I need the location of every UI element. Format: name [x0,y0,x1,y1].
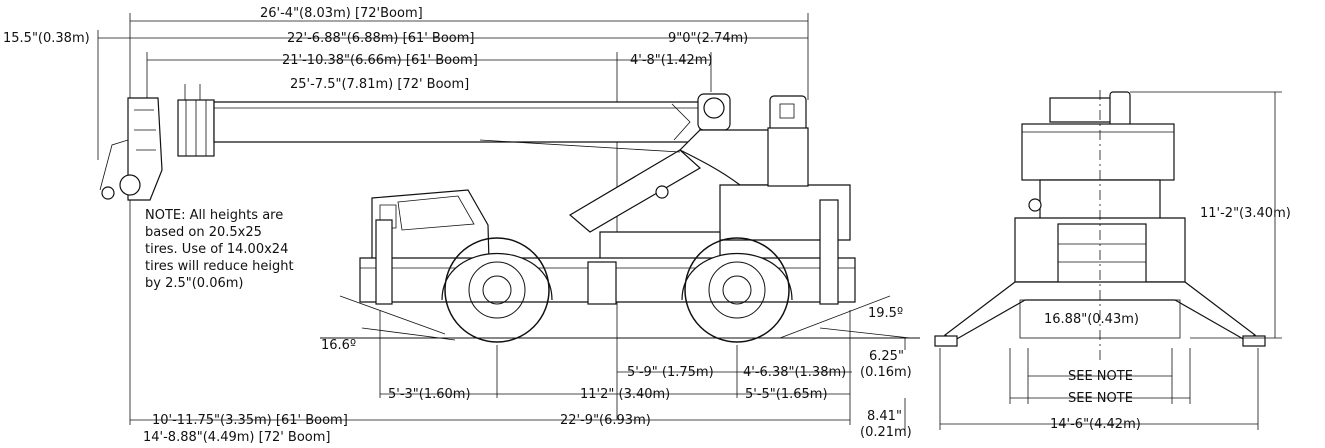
dim-approach-angle: 16.6º [321,338,356,353]
dim-front-overhang: 5'-3"(1.60m) [388,387,471,402]
dim-overall-width: 14'-6"(4.42m) [1050,417,1141,432]
dim-boom61-retracted: 21'-10.38"(6.66m) [61' Boom] [282,53,478,68]
dim-boom72-retracted: 25'-7.5"(7.81m) [72' Boom] [290,77,469,92]
note-line-5: by 2.5"(0.06m) [145,276,243,291]
dim-wheelbase: 11'2" (3.40m) [580,387,670,402]
dim-overall-72: 14'-8.88"(4.49m) [72' Boom] [143,430,331,445]
dim-see-note-2: SEE NOTE [1068,391,1133,406]
dim-boom72-total: 26'-4"(8.03m) [72'Boom] [260,6,423,21]
dim-outrigger-pad: 16.88"(0.43m) [1044,312,1139,327]
dim-rear-4ft8: 4'-8"(1.42m) [630,53,713,68]
note-line-1: NOTE: All heights are [145,208,283,223]
top-dimension-lines [97,13,809,420]
dim-rear-overhang: 5'-5"(1.65m) [745,387,828,402]
dim-ground-clear-b-m: (0.21m) [860,425,912,440]
dim-boom61-total: 22'-6.88"(6.88m) [61' Boom] [287,31,475,46]
dim-ground-clear-a: 6.25" [869,349,904,364]
bottom-dimension-lines [130,310,852,425]
dim-ground-clear-b: 8.41" [867,409,902,424]
dim-rear-9ft: 9"0"(2.74m) [668,31,748,46]
dim-overall-length: 22'-9"(6.93m) [560,413,651,428]
dim-height: 11'-2"(3.40m) [1200,206,1291,221]
dim-ground-clear-a-m: (0.16m) [860,365,912,380]
dim-overall-61: 10'-11.75"(3.35m) [61' Boom] [152,413,348,428]
note-line-2: based on 20.5x25 [145,225,262,240]
dim-departure-angle: 19.5º [868,306,903,321]
angle-lines [320,295,920,341]
dim-see-note-1: SEE NOTE [1068,369,1133,384]
dim-center-5ft9: 5'-9" (1.75m) [627,365,714,380]
dim-center-4ft638: 4'-6.38"(1.38m) [743,365,846,380]
note-line-4: tires will reduce height [145,259,294,274]
note-line-3: tires. Use of 14.00x24 [145,242,288,257]
crane-side-view [99,84,856,343]
front-dimension-lines [939,91,1282,430]
dim-tip-offset: 15.5"(0.38m) [3,31,90,46]
crane-front-view [934,90,1266,360]
